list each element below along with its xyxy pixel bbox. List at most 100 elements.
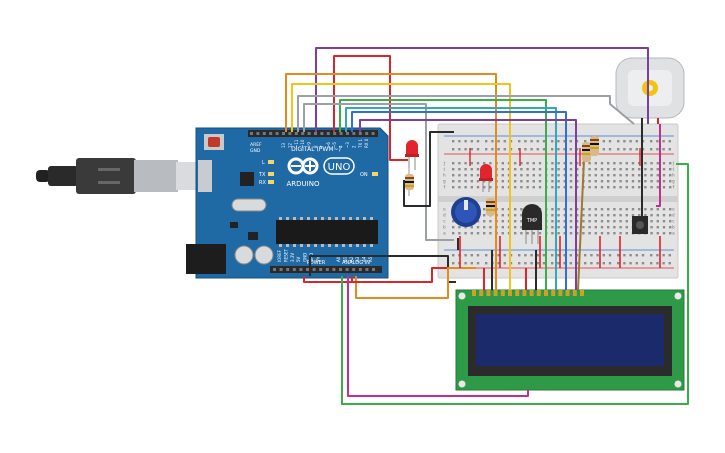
wire-green-lcd[interactable] (339, 99, 547, 290)
row-letter: d (672, 213, 675, 219)
header-pin[interactable] (288, 132, 292, 135)
header-pin[interactable] (319, 268, 323, 271)
lcd-pin[interactable] (479, 290, 484, 296)
header-pin[interactable] (332, 268, 336, 271)
wire-brown[interactable] (577, 159, 585, 291)
wire-gray[interactable] (303, 103, 454, 241)
digital-header[interactable] (248, 130, 378, 137)
header-pin[interactable] (250, 132, 253, 135)
wire-red-a3[interactable] (351, 276, 370, 283)
header-pin[interactable] (372, 268, 375, 271)
header-pin[interactable] (358, 268, 362, 271)
lcd-pin[interactable] (493, 290, 498, 296)
resistor-2[interactable] (486, 198, 495, 216)
header-pin[interactable] (269, 132, 273, 135)
header-pin[interactable] (371, 132, 375, 135)
wire-blue[interactable] (351, 111, 567, 290)
lcd-pin[interactable] (500, 290, 505, 296)
wire-red-5v[interactable] (303, 267, 454, 283)
header-pin[interactable] (279, 268, 283, 271)
led-red-1[interactable] (405, 140, 419, 170)
lcd-pin[interactable] (580, 290, 584, 296)
wire-purple-motor[interactable] (315, 47, 649, 132)
header-pin[interactable] (333, 132, 337, 135)
wire-magenta-a2[interactable] (347, 276, 529, 397)
header-pin[interactable] (282, 132, 285, 135)
header-pin[interactable] (345, 268, 349, 271)
pin-label: TX 1 (358, 139, 363, 149)
header-pin[interactable] (262, 132, 266, 135)
row-letter: j (443, 161, 446, 167)
potentiometer[interactable] (451, 197, 481, 227)
header-pin[interactable] (320, 132, 324, 135)
usb-port (198, 160, 212, 192)
lcd-pin[interactable] (522, 290, 527, 296)
header-pin[interactable] (301, 132, 305, 135)
lcd-pin[interactable] (551, 290, 556, 296)
pin-label: GND (309, 253, 314, 262)
dc-motor[interactable] (615, 57, 685, 124)
wire-gray-motor[interactable] (297, 95, 635, 132)
led-red-2[interactable] (479, 164, 493, 192)
arduino-logo-text: ARDUINO (287, 180, 320, 188)
header-pin[interactable] (314, 132, 317, 135)
uno-badge (323, 157, 355, 175)
crystal-oscillator (231, 198, 267, 212)
wire-black-gnd2[interactable] (309, 255, 456, 283)
header-pin[interactable] (326, 132, 330, 135)
header-pin[interactable] (365, 132, 369, 135)
wire-red-led[interactable] (333, 55, 408, 161)
header-pin[interactable] (299, 268, 303, 271)
header-pin[interactable] (292, 268, 296, 271)
wire-magenta-btn[interactable] (656, 124, 661, 207)
header-pin[interactable] (346, 132, 349, 135)
resistor-1[interactable] (405, 168, 414, 196)
header-pin[interactable] (306, 268, 309, 271)
resistor-3[interactable] (582, 142, 591, 162)
header-pin[interactable] (307, 132, 311, 135)
header-pin[interactable] (358, 132, 362, 135)
pin-label: A0 (336, 256, 341, 262)
row-letter: b (672, 225, 675, 231)
wire-orange-a0[interactable] (355, 267, 476, 299)
header-pin[interactable] (352, 268, 356, 271)
header-pin[interactable] (339, 132, 343, 135)
header-pin[interactable] (273, 268, 276, 271)
wire-teal[interactable] (345, 107, 557, 290)
wire-orange[interactable] (285, 73, 497, 290)
lcd-pin[interactable] (486, 290, 491, 296)
power-header-label: POWER (307, 260, 326, 266)
lcd-pin[interactable] (544, 290, 548, 296)
header-pin[interactable] (339, 268, 342, 271)
lcd-pin[interactable] (508, 290, 512, 296)
row-letter: h (443, 173, 446, 179)
header-pin[interactable] (365, 268, 369, 271)
header-pin[interactable] (256, 132, 260, 135)
header-pin[interactable] (325, 268, 329, 271)
wire-green-a1[interactable] (341, 163, 689, 405)
header-pin[interactable] (275, 132, 279, 135)
header-pin[interactable] (286, 268, 290, 271)
lcd-pin[interactable] (472, 290, 476, 296)
wire-black-gnd[interactable] (403, 131, 454, 207)
lcd-pin[interactable] (515, 290, 520, 296)
wire-purple-lcd[interactable] (359, 119, 577, 290)
push-button[interactable] (632, 216, 648, 234)
header-pin[interactable] (294, 132, 298, 135)
lcd-pin[interactable] (565, 290, 570, 296)
aref-label: AREF (250, 142, 262, 148)
header-pin[interactable] (312, 268, 316, 271)
header-pin[interactable] (352, 132, 356, 135)
lcd-pin[interactable] (529, 290, 534, 296)
lcd-pin[interactable] (558, 290, 563, 296)
tmp-sensor[interactable]: TMP (522, 204, 542, 244)
lcd-16x2-display[interactable] (455, 289, 685, 391)
resistor-4[interactable] (590, 136, 599, 156)
arduino-uno-board[interactable]: ARDUINO UNO DIGITAL (PWM~) POWER ANALOG … (186, 127, 389, 279)
tx-led-label: TX (258, 172, 266, 178)
wire-yellow[interactable] (291, 83, 511, 290)
lcd-pin[interactable] (536, 290, 541, 296)
lcd-pin[interactable] (572, 290, 577, 296)
row-letter: b (443, 225, 446, 231)
